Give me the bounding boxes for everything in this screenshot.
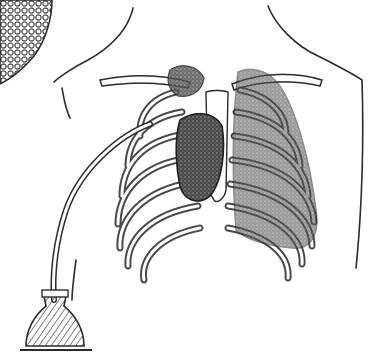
collection-bottle <box>20 290 92 350</box>
collapsed-right-lung <box>168 66 223 201</box>
corner-inset <box>0 0 52 84</box>
left-lung <box>233 69 317 248</box>
clavicles <box>100 74 322 90</box>
